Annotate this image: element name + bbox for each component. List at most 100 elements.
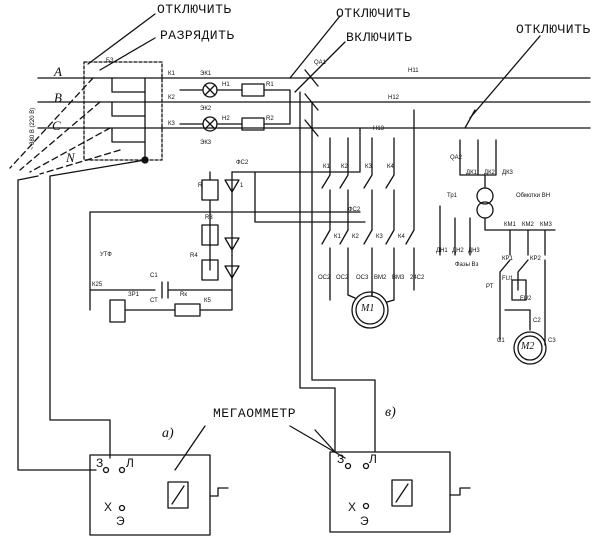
megohmmeter-pointer-a (174, 425, 206, 471)
code-ct: СТ (150, 298, 158, 304)
code-r1: R1 (266, 82, 274, 88)
motor-m1-feed (347, 291, 395, 303)
code-kf1: К1 (323, 164, 330, 170)
control-to-bus (231, 127, 366, 223)
contactor-qa2 (321, 109, 415, 301)
code-rk: Rк (180, 292, 187, 298)
code-ob: Обмотки ВН (516, 193, 551, 199)
pointer-disconnect-right (469, 35, 541, 119)
code-dn2: ДН2 (452, 248, 464, 254)
code-ek1: ЭК1 (200, 71, 212, 77)
code-oc3: ОС3 (356, 275, 369, 281)
megger-b-terminal-x: Х (348, 500, 357, 514)
code-kr1: КР1 (502, 256, 513, 262)
code-k5: К5 (204, 298, 211, 304)
motor-m1-label: М1 (361, 303, 375, 314)
code-fc2: ФС2 (236, 160, 249, 166)
lamp-h1-cross (204, 84, 216, 96)
label-connect: ВКЛЮЧИТЬ (346, 30, 413, 45)
code-kl2: К2 (352, 234, 359, 240)
code-h13: Н13 (373, 126, 385, 132)
code-bm3: ВМ3 (392, 275, 405, 281)
code-kl4: К4 (398, 234, 405, 240)
code-k1: К1 (168, 71, 175, 77)
code-oc2b: ОС2 (336, 275, 349, 281)
switchboard-box (83, 61, 163, 161)
phase-c: С (52, 118, 61, 133)
label-disconnect-left: ОТКЛЮЧИТЬ (157, 2, 232, 17)
megger-a-terminal-line: Л (126, 456, 134, 470)
code-d1: 1 (240, 183, 244, 189)
megger-a-terminal-x: Х (104, 500, 113, 514)
code-ek3: ЭК3 (200, 140, 212, 146)
code-km2: КМ2 (522, 222, 534, 228)
megohmmeter-a-dial (167, 481, 189, 509)
megohmmeter-a-needle (171, 485, 185, 505)
code-hl1: Н1 (222, 82, 230, 88)
motor-m2-ring (517, 335, 543, 361)
megohmmeter-b-body (329, 451, 451, 533)
lamp-branch-wires (179, 89, 291, 125)
megohmmeter-b-crank (449, 487, 471, 496)
pointer-disconnect-mid (289, 15, 341, 79)
test-lead-a (17, 159, 146, 471)
megohmmeter-b-term-e (344, 462, 352, 470)
transformer-feed (459, 151, 497, 189)
code-r4: R4 (190, 253, 198, 259)
code-dk3: ДК3 (502, 170, 513, 176)
code-h11: Н11 (408, 68, 419, 74)
megohmmeter-b-dial (391, 479, 413, 507)
code-pm2: 24С2 (410, 275, 425, 281)
megohmmeter-a-term-e (102, 466, 110, 474)
label-discharge: РАЗРЯДИТЬ (160, 28, 235, 43)
code-c1: С1 (150, 273, 158, 279)
code-bus-switch: БЗ (106, 58, 114, 64)
transformer-out (439, 205, 556, 346)
code-k2: К2 (168, 95, 175, 101)
motor-m1-ring (355, 295, 385, 325)
variant-a: а) (162, 426, 174, 441)
code-ek2: ЭК2 (200, 106, 212, 112)
code-dk2: ДК2 (484, 170, 495, 176)
phase-b: В (54, 90, 62, 105)
code-qa1: QA1 (314, 60, 327, 66)
megohmmeter-a-term-l (118, 466, 126, 474)
code-ut: УТФ (100, 252, 112, 258)
label-disconnect-mid: ОТКЛЮЧИТЬ (336, 6, 411, 21)
code-fu1: FU1 (502, 276, 514, 282)
code-qa2: QA2 (450, 155, 463, 161)
label-megohmmeter: МЕГАОММЕТР (213, 406, 297, 421)
code-tp1: Тр1 (447, 193, 458, 199)
pointer-disconnect-left (87, 13, 156, 65)
code-zr1: ЗР1 (128, 292, 139, 298)
code-bm2: ВМ2 (374, 275, 387, 281)
code-k25: К25 (92, 282, 103, 288)
code-kl1: К1 (334, 234, 341, 240)
megohmmeter-a-body (89, 454, 211, 536)
motor-m1 (351, 291, 389, 329)
code-dn1: ДН1 (436, 248, 448, 254)
megger-a-terminal-earth: З (96, 456, 104, 470)
code-r: R (198, 183, 203, 189)
transformer-tr1-a (476, 187, 494, 205)
megger-b-terminal-screen: Э (360, 514, 369, 528)
megger-a-terminal-screen: Э (116, 514, 125, 528)
code-c2: С2 (533, 318, 541, 324)
code-kr2: КР2 (530, 256, 541, 262)
megohmmeter-a-crank (209, 487, 229, 497)
pointer-discharge (99, 37, 156, 71)
code-kf3: К3 (365, 164, 372, 170)
megohmmeter-b-term-x (362, 502, 370, 510)
bus-switch-contacts (111, 77, 146, 161)
variant-b: в) (385, 405, 396, 420)
test-lead-b (299, 91, 376, 453)
megger-b-terminal-earth: З (337, 452, 345, 466)
code-dn3: ДН3 (468, 248, 480, 254)
voltage-label: ~ 380 В (220 В) (30, 107, 36, 150)
code-fc2b: ФС2 (348, 207, 361, 213)
pointer-connect (294, 41, 346, 93)
megohmmeter-b-term-l (362, 462, 370, 470)
code-k3: К3 (168, 121, 175, 127)
phase-n: N (66, 150, 75, 165)
